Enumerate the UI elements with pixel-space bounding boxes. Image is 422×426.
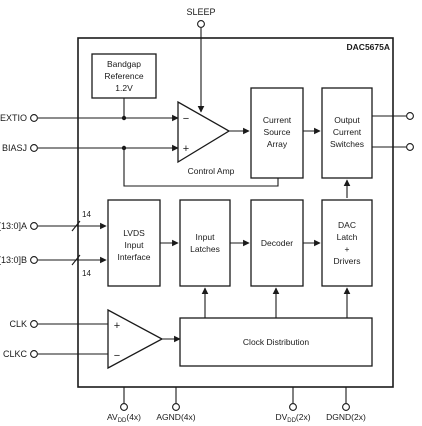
feedback-wire: [123, 148, 279, 187]
clock-distribution-block: [179, 317, 373, 367]
clock-input-buffer: [107, 308, 164, 370]
control-amp-minus: −: [183, 113, 189, 125]
dgnd-pin: [342, 403, 350, 411]
output-current-switches-block: [321, 87, 373, 179]
dac-latch-label-3: +: [345, 244, 350, 254]
dvdd-pin: [289, 403, 297, 411]
current-source-label-2: Source: [264, 127, 291, 137]
data-a-pin-label: D[13:0]A: [0, 221, 27, 231]
bus-a-width: 14: [82, 210, 91, 219]
control-amp-label: Control Amp: [188, 166, 235, 176]
input-latches-label-1: Input: [196, 232, 216, 242]
clock-buffer-plus: +: [114, 320, 120, 332]
clkc-pin: [30, 350, 38, 358]
output-switches-label-1: Output: [334, 115, 360, 125]
lvds-input-interface-block: [107, 199, 161, 287]
current-source-label-3: Array: [267, 139, 288, 149]
avdd-pin: [120, 403, 128, 411]
data-b-pin-label: D[13:0]B: [0, 255, 27, 265]
lvds-label-3: Interface: [117, 252, 150, 262]
bus-b-slash: [71, 254, 81, 266]
dac-latch-label-2: Latch: [337, 232, 358, 242]
dac-latch-label-1: DAC: [338, 220, 356, 230]
dvdd-pin-label: DVDD(2x): [275, 412, 310, 424]
input-latches-block: [179, 199, 231, 287]
dac-latch-label-4: Drivers: [334, 256, 361, 266]
agnd-pin: [172, 403, 180, 411]
lvds-label-2: Input: [125, 240, 145, 250]
data-a-pin: [30, 222, 38, 230]
dac-latch-drivers-block: [321, 199, 373, 287]
sleep-pin: [197, 20, 205, 28]
current-source-array-block: [250, 87, 304, 179]
agnd-pin-label: AGND(4x): [156, 412, 195, 422]
extio-junction: [121, 115, 127, 121]
lvds-label-1: LVDS: [123, 228, 145, 238]
chip-name: DAC5675A: [347, 42, 390, 52]
biasj-pin-label: BIASJ: [2, 143, 27, 153]
bandgap-label-1: Bandgap: [107, 59, 141, 69]
bandgap-label-3: 1.2V: [115, 83, 133, 93]
bus-a-slash: [71, 220, 81, 232]
clock-distribution-label: Clock Distribution: [243, 337, 309, 347]
decoder-block: [250, 199, 304, 287]
bus-b-width: 14: [82, 269, 91, 278]
clkc-pin-label: CLKC: [3, 349, 28, 359]
iout1-pin: [406, 112, 414, 120]
bandgap-reference-block: [91, 53, 157, 99]
biasj-pin: [30, 144, 38, 152]
decoder-label: Decoder: [261, 238, 293, 248]
bandgap-label-2: Reference: [104, 71, 143, 81]
iout2-pin: [406, 143, 414, 151]
clock-buffer-minus: −: [114, 350, 120, 362]
extio-pin: [30, 114, 38, 122]
avdd-pin-label: AVDD(4x): [107, 412, 141, 424]
current-source-label-1: Current: [263, 115, 292, 125]
biasj-junction: [121, 145, 127, 151]
control-amp-plus: +: [183, 143, 189, 155]
extio-pin-label: EXTIO: [0, 113, 27, 123]
clk-pin: [30, 320, 38, 328]
clk-pin-label: CLK: [9, 319, 27, 329]
dgnd-pin-label: DGND(2x): [326, 412, 366, 422]
control-amp: [177, 100, 231, 164]
data-b-pin: [30, 256, 38, 264]
sleep-pin-label: SLEEP: [186, 7, 215, 17]
input-latches-label-2: Latches: [190, 244, 220, 254]
chip-outline: [77, 37, 394, 388]
output-switches-label-2: Current: [333, 127, 362, 137]
output-switches-label-3: Switches: [330, 139, 364, 149]
